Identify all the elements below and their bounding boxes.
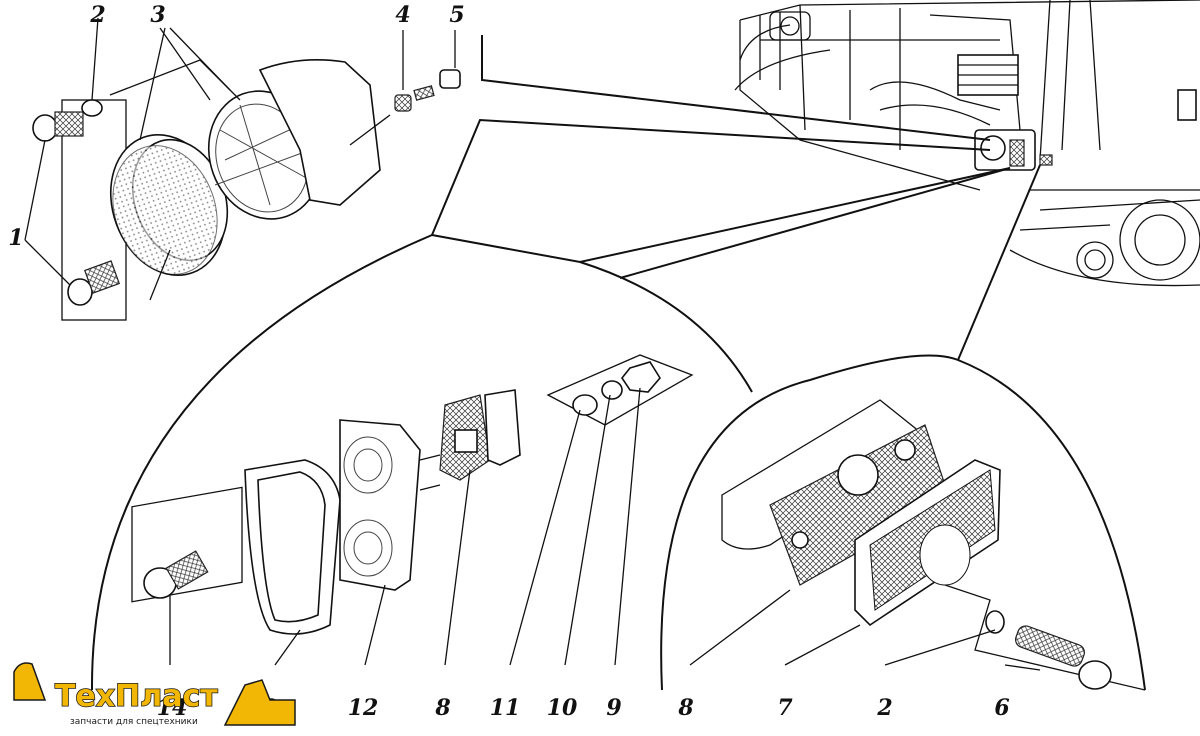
- bezel-ring: [109, 133, 229, 277]
- nut-5: [439, 69, 461, 89]
- screw-14: [143, 550, 209, 599]
- washer: [81, 99, 103, 117]
- screw-6: [1015, 625, 1112, 690]
- callout-2-right: 2: [876, 695, 892, 721]
- techplast-logo: ТехПласт запчасти для спецтехники: [13, 662, 296, 727]
- washer-11: [572, 394, 598, 416]
- callout-14: 14: [157, 695, 188, 721]
- lamp-body-12: [339, 419, 441, 591]
- washer-10: [601, 380, 623, 400]
- detail-circle-right: [660, 354, 1146, 691]
- callout-3-top: 3: [150, 2, 165, 28]
- callout-2-top: 2: [89, 2, 105, 28]
- headlight-assembly: [24, 17, 461, 321]
- callout-11: 11: [490, 695, 521, 721]
- gasket-13: [244, 459, 341, 635]
- mounting-housing: [258, 58, 381, 206]
- detail-circle-left: [90, 234, 753, 691]
- callout-12: 12: [348, 695, 379, 721]
- vehicle-front-sketch: [734, 0, 1200, 287]
- logo-brand: ТехПласт: [55, 679, 218, 714]
- screw-bottom: [67, 260, 121, 306]
- leader-lines: [431, 35, 1041, 361]
- callout-1-top: 1: [8, 225, 23, 251]
- nut-9: [621, 361, 661, 393]
- screw-top: [32, 111, 84, 142]
- nut-4: [394, 94, 412, 112]
- callout-10: 10: [547, 695, 578, 721]
- logo-tagline: запчасти для спецтехники: [70, 717, 198, 727]
- excavator-arm-icon: [223, 679, 296, 726]
- washer-2: [985, 610, 1005, 634]
- callout-4-top: 4: [395, 2, 410, 28]
- tail-light-assembly: [131, 354, 694, 666]
- plate: [484, 389, 521, 466]
- gasket-8: [439, 394, 491, 481]
- callout-8-left: 8: [434, 695, 450, 721]
- marker-light-assembly: [689, 399, 1146, 691]
- callout-7: 7: [777, 695, 793, 721]
- callout-5-top: 5: [449, 2, 464, 28]
- lamp-body-7: [854, 459, 1001, 627]
- callout-9: 9: [606, 695, 621, 721]
- excavator-bucket-icon: [13, 662, 47, 701]
- callout-6: 6: [994, 695, 1009, 721]
- callout-8-right: 8: [677, 695, 693, 721]
